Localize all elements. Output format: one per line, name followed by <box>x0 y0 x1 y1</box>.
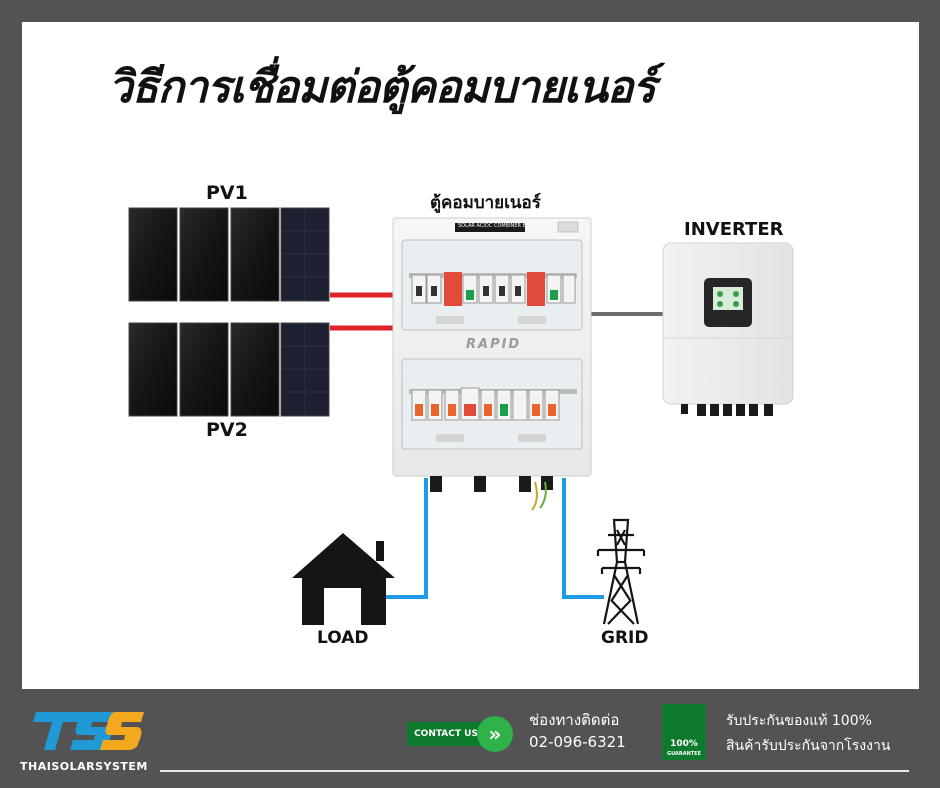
combiner-plate <box>455 223 525 232</box>
pv2-panel <box>179 322 229 417</box>
ac-breakers <box>411 387 560 421</box>
badge-word: GUARANTEE <box>666 751 702 757</box>
pv1-panel <box>128 207 178 302</box>
load-ac-wire <box>384 478 428 599</box>
pv2-label: PV2 <box>206 419 248 441</box>
pv1-panel <box>230 207 280 302</box>
contact-title: ช่องทางติดต่อ <box>529 711 620 729</box>
double-chevron-right-icon: » <box>477 716 513 752</box>
grid-label: GRID <box>601 628 649 648</box>
inverter-ports <box>681 404 773 416</box>
warranty-line-1: รับประกันของแท้ 100% <box>726 713 872 729</box>
inverter-label: INVERTER <box>684 219 784 240</box>
pv2-panel <box>230 322 280 417</box>
guarantee-badge: 100% GUARANTEE <box>662 704 706 760</box>
dc-wires <box>330 292 393 331</box>
pv1-solar-array <box>128 207 330 302</box>
inverter-unit <box>662 242 794 416</box>
house-icon <box>292 533 395 625</box>
badge-percent: 100% <box>670 739 698 749</box>
combiner-label-tag <box>557 221 579 233</box>
tss-logo-icon <box>33 712 144 750</box>
pv2-solar-array <box>128 322 330 417</box>
brand-name: THAISOLARSYSTEM <box>20 760 148 773</box>
combiner-box <box>392 217 592 511</box>
contact-us-button[interactable]: CONTACT US » <box>407 716 513 752</box>
combiner-label: ตู้คอมบายเนอร์ <box>430 193 541 213</box>
page-title: วิธีการเชื่อมต่อตู้คอมบายเนอร์ <box>108 62 656 113</box>
combiner-plate-text: SOLAR AC/DC COMBINER BOX <box>458 223 533 229</box>
pv2-panel <box>128 322 178 417</box>
pv1-label: PV1 <box>206 182 248 204</box>
cable-glands <box>430 476 553 492</box>
warranty-line-2: สินค้ารับประกันจากโรงงาน <box>726 738 891 754</box>
contact-us-label: CONTACT US <box>407 722 485 746</box>
dc-breakers <box>411 272 576 306</box>
footer-divider <box>160 770 909 772</box>
power-tower-icon <box>596 518 646 625</box>
load-label: LOAD <box>317 628 369 648</box>
grid-ac-wire <box>562 478 604 599</box>
combiner-brand-text: RAPID <box>466 337 522 352</box>
pv1-panel <box>179 207 229 302</box>
phone-number[interactable]: 02-096-6321 <box>529 733 626 751</box>
inverter-screen <box>713 287 743 310</box>
